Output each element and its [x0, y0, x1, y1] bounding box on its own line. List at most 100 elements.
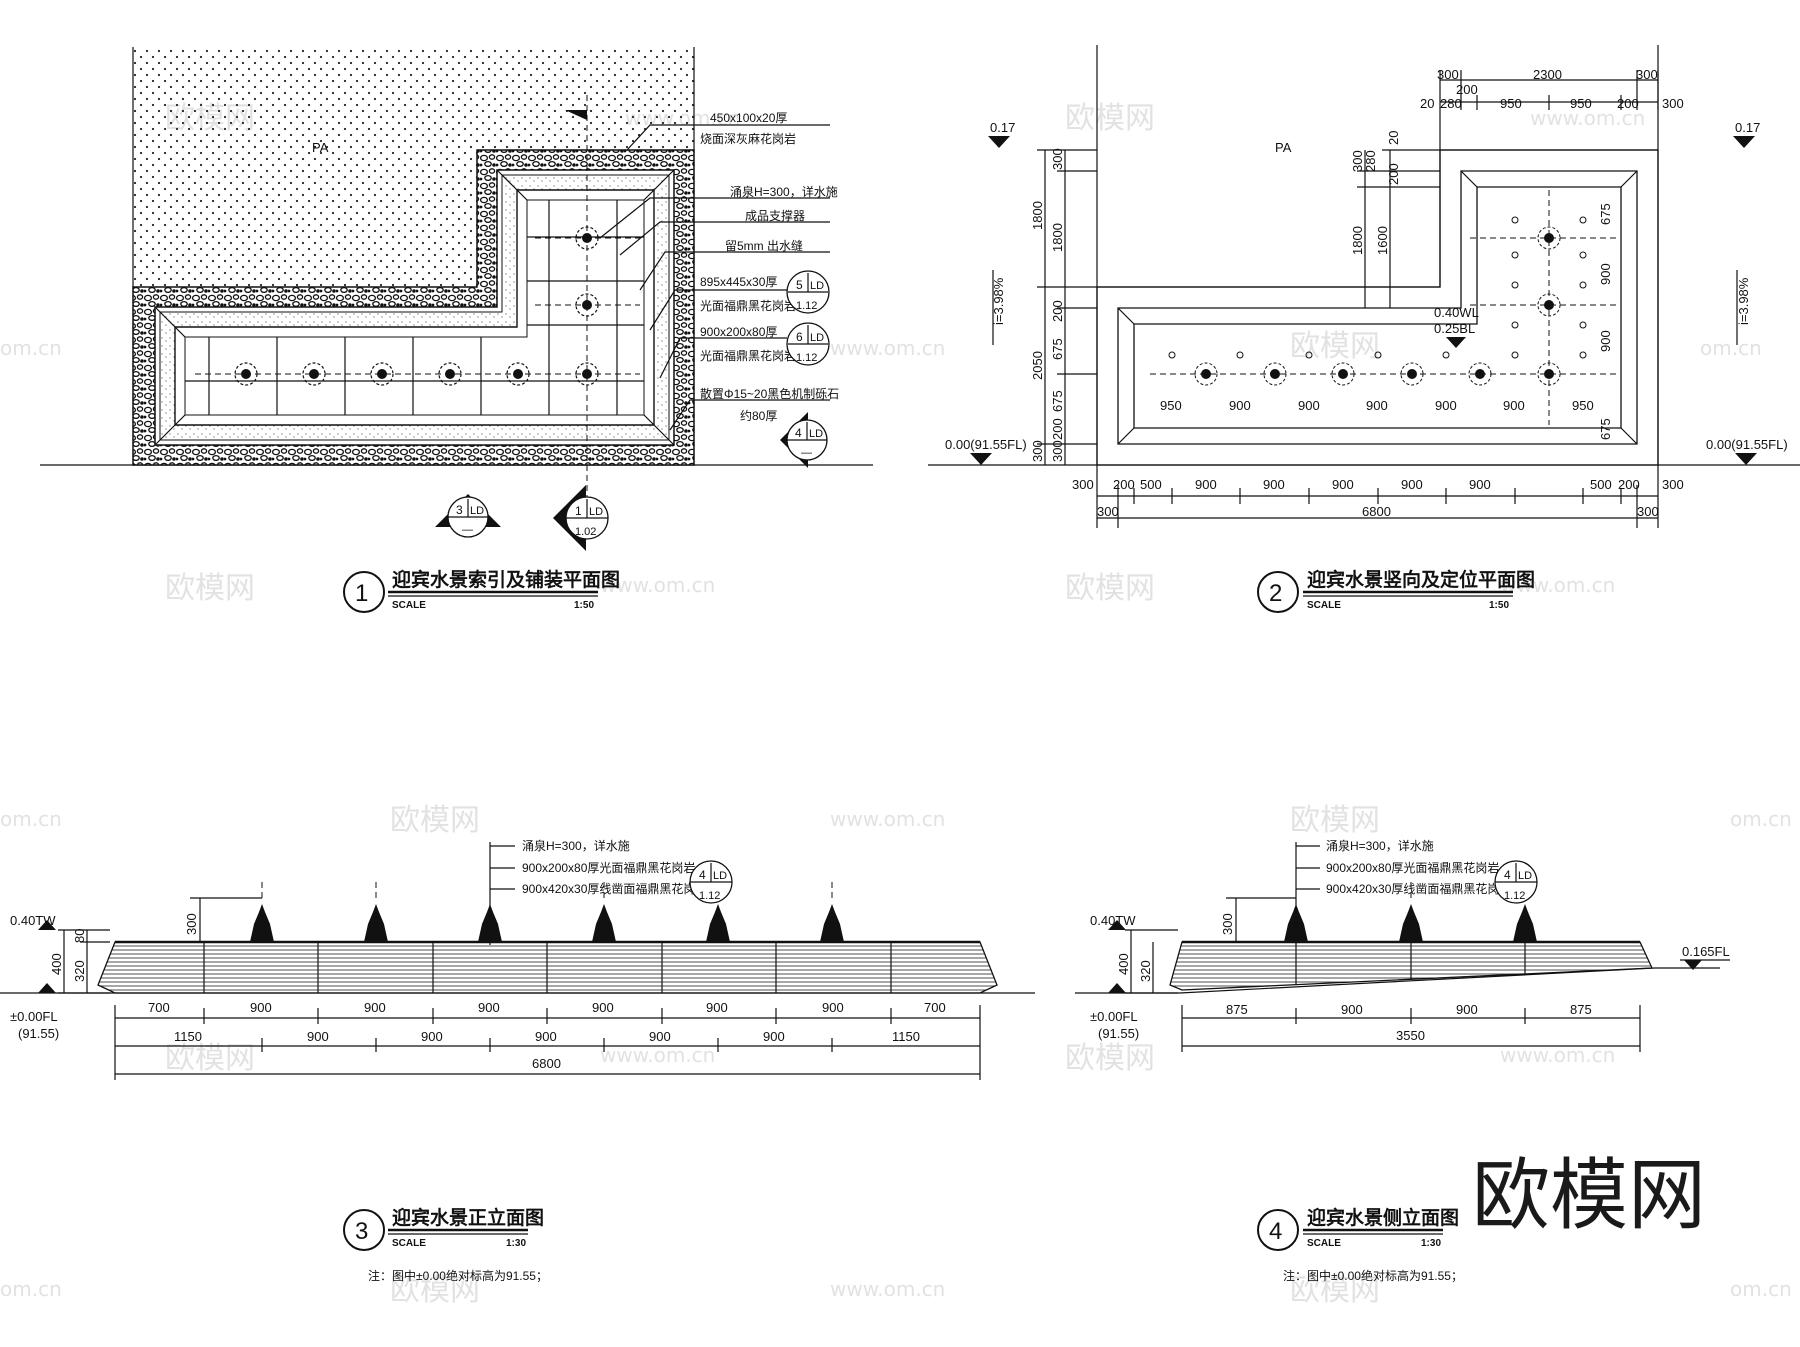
callout-6[interactable]: 6 LD 1.12 — [786, 322, 830, 366]
dims-r1-4: 875 900 900 875 — [1226, 1002, 1592, 1017]
svg-text:500: 500 — [1590, 477, 1612, 492]
callout-elev3[interactable]: 4 LD 1.12 — [689, 860, 733, 904]
watermark-url: om.cn — [0, 807, 62, 831]
title-block-2: 2 迎宾水景竖向及定位平面图 SCALE 1:50 — [1257, 568, 1535, 613]
sloped-ground-4 — [1179, 967, 1720, 994]
svg-text:1:30: 1:30 — [506, 1238, 526, 1249]
svg-text:900: 900 — [307, 1029, 329, 1044]
svg-text:900: 900 — [649, 1029, 671, 1044]
callout-3[interactable]: 3 LD — — [435, 494, 501, 538]
slope-left: i=3.98% — [991, 277, 1006, 325]
svg-text:300: 300 — [1437, 67, 1459, 82]
svg-text:875: 875 — [1226, 1002, 1248, 1017]
svg-text:1:50: 1:50 — [1489, 600, 1509, 611]
level-left: 0.17 — [990, 120, 1015, 135]
svg-text:300: 300 — [1637, 504, 1659, 519]
view-title-2: 迎宾水景竖向及定位平面图 — [1307, 568, 1535, 591]
title-block-3: 3 迎宾水景正立面图 SCALE 1:30 注：图中±0.00绝对标高为91.5… — [343, 1206, 548, 1283]
svg-text:300: 300 — [1662, 96, 1684, 111]
watermark-url: www.om.cn — [1500, 1043, 1615, 1067]
watermark-logo: 欧模网 — [390, 1273, 480, 1308]
svg-text:900x420x30厚线凿面福鼎黑花岗岩: 900x420x30厚线凿面福鼎黑花岗岩 — [1326, 881, 1511, 896]
svg-text:1800: 1800 — [1350, 226, 1365, 255]
svg-text:280: 280 — [1440, 96, 1462, 111]
svg-text:1.12: 1.12 — [796, 300, 817, 312]
callout-elev4[interactable]: 4 LD 1.12 — [1494, 860, 1538, 904]
left-dims-2: 300 1800 2050 300 1800 200 675 675 200 3… — [1030, 148, 1065, 462]
svg-text:200: 200 — [1050, 418, 1065, 440]
fl-4: ±0.00FL — [1090, 1009, 1138, 1024]
svg-text:1: 1 — [575, 504, 582, 518]
pa-label-2: PA — [1275, 140, 1292, 155]
svg-text:300: 300 — [1050, 440, 1065, 462]
svg-text:成品支撑器: 成品支撑器 — [745, 208, 805, 223]
callout-1[interactable]: 1 LD 1.02 — [553, 485, 609, 551]
svg-text:900: 900 — [1341, 1002, 1363, 1017]
fountain-jets — [234, 226, 599, 386]
callout-5[interactable]: 5 LD 1.12 — [786, 270, 830, 314]
svg-text:光面福鼎黑花岗岩: 光面福鼎黑花岗岩 — [700, 348, 796, 363]
svg-text:200: 200 — [1618, 477, 1640, 492]
svg-text:3: 3 — [355, 1218, 368, 1245]
elevation-view-3: 涌泉H=300，详水施 900x200x80厚光面福鼎黑花岗岩 900x420x… — [0, 838, 1035, 1080]
callout-4[interactable]: 4 LD — — [780, 412, 828, 468]
svg-text:900: 900 — [1503, 398, 1525, 413]
svg-text:200: 200 — [1456, 82, 1478, 97]
fl-3: ±0.00FL — [10, 1009, 58, 1024]
svg-text:950: 950 — [1500, 96, 1522, 111]
svg-text:1.12: 1.12 — [796, 352, 817, 364]
svg-text:900x200x80厚光面福鼎黑花岗岩: 900x200x80厚光面福鼎黑花岗岩 — [522, 860, 695, 875]
bottom-dims-2: 300 200 500 900 900 900 900 900 500 200 … — [1072, 477, 1684, 519]
svg-text:950: 950 — [1572, 398, 1594, 413]
plan-view-1: PA — [40, 47, 873, 551]
h320-4: 320 — [1138, 960, 1153, 982]
svg-text:900: 900 — [421, 1029, 443, 1044]
bottom-level: 0.25BL — [1434, 321, 1475, 336]
svg-text:675: 675 — [1598, 418, 1613, 440]
svg-text:4: 4 — [1269, 1218, 1282, 1245]
svg-text:烧面深灰麻花岗岩: 烧面深灰麻花岗岩 — [700, 131, 796, 146]
watermark-logo: 欧模网 — [1065, 571, 1155, 606]
svg-text:LD: LD — [810, 332, 824, 344]
svg-text:900: 900 — [1332, 477, 1354, 492]
svg-text:900: 900 — [1401, 477, 1423, 492]
fountain-sprays-3 — [250, 882, 844, 942]
svg-text:SCALE: SCALE — [392, 1238, 426, 1249]
svg-text:300: 300 — [1636, 67, 1658, 82]
svg-text:LD: LD — [810, 280, 824, 292]
svg-text:900: 900 — [478, 1000, 500, 1015]
svg-text:900: 900 — [706, 1000, 728, 1015]
svg-text:900: 900 — [763, 1029, 785, 1044]
svg-text:2050: 2050 — [1030, 351, 1045, 380]
tw-4: 0.40TW — [1090, 913, 1136, 928]
pa-paving-area — [133, 47, 694, 287]
watermark-url: om.cn — [1700, 336, 1762, 360]
dims-r1-3: 700 900 900 900 900 900 900 700 — [148, 1000, 946, 1015]
fl-abs-4: (91.55) — [1098, 1026, 1139, 1041]
svg-text:500: 500 — [1140, 477, 1162, 492]
svg-text:LD: LD — [470, 505, 484, 517]
svg-text:900: 900 — [535, 1029, 557, 1044]
water-level: 0.40WL — [1434, 305, 1479, 320]
svg-text:涌泉H=300，详水施: 涌泉H=300，详水施 — [1326, 838, 1434, 853]
svg-text:895x445x30厚: 895x445x30厚 — [700, 275, 777, 289]
plan-view-2: PA 0.40WL 0.25BL 0.17 — [928, 45, 1800, 528]
watermark-url: om.cn — [0, 336, 62, 360]
watermark-logo: 欧模网 — [1290, 803, 1380, 838]
row-dims-2: 950 900 900 900 900 900 950 — [1160, 398, 1594, 413]
h300-4: 300 — [1220, 913, 1235, 935]
watermark-url: www.om.cn — [830, 1277, 945, 1301]
watermark-logo: 欧模网 — [390, 803, 480, 838]
svg-text:20: 20 — [1386, 131, 1401, 145]
right-inner-dims: 675 900 900 675 — [1598, 203, 1613, 440]
svg-text:20: 20 — [1420, 96, 1434, 111]
watermark-logo: 欧模网 — [1065, 101, 1155, 136]
svg-text:280: 280 — [1363, 150, 1378, 172]
svg-text:450x100x20厚: 450x100x20厚 — [710, 111, 787, 125]
svg-text:1.12: 1.12 — [1504, 890, 1525, 902]
watermark-url: www.om.cn — [1500, 573, 1615, 597]
svg-text:900: 900 — [1366, 398, 1388, 413]
watermark-url: om.cn — [0, 1277, 62, 1301]
h80-3: 80 — [72, 929, 87, 943]
